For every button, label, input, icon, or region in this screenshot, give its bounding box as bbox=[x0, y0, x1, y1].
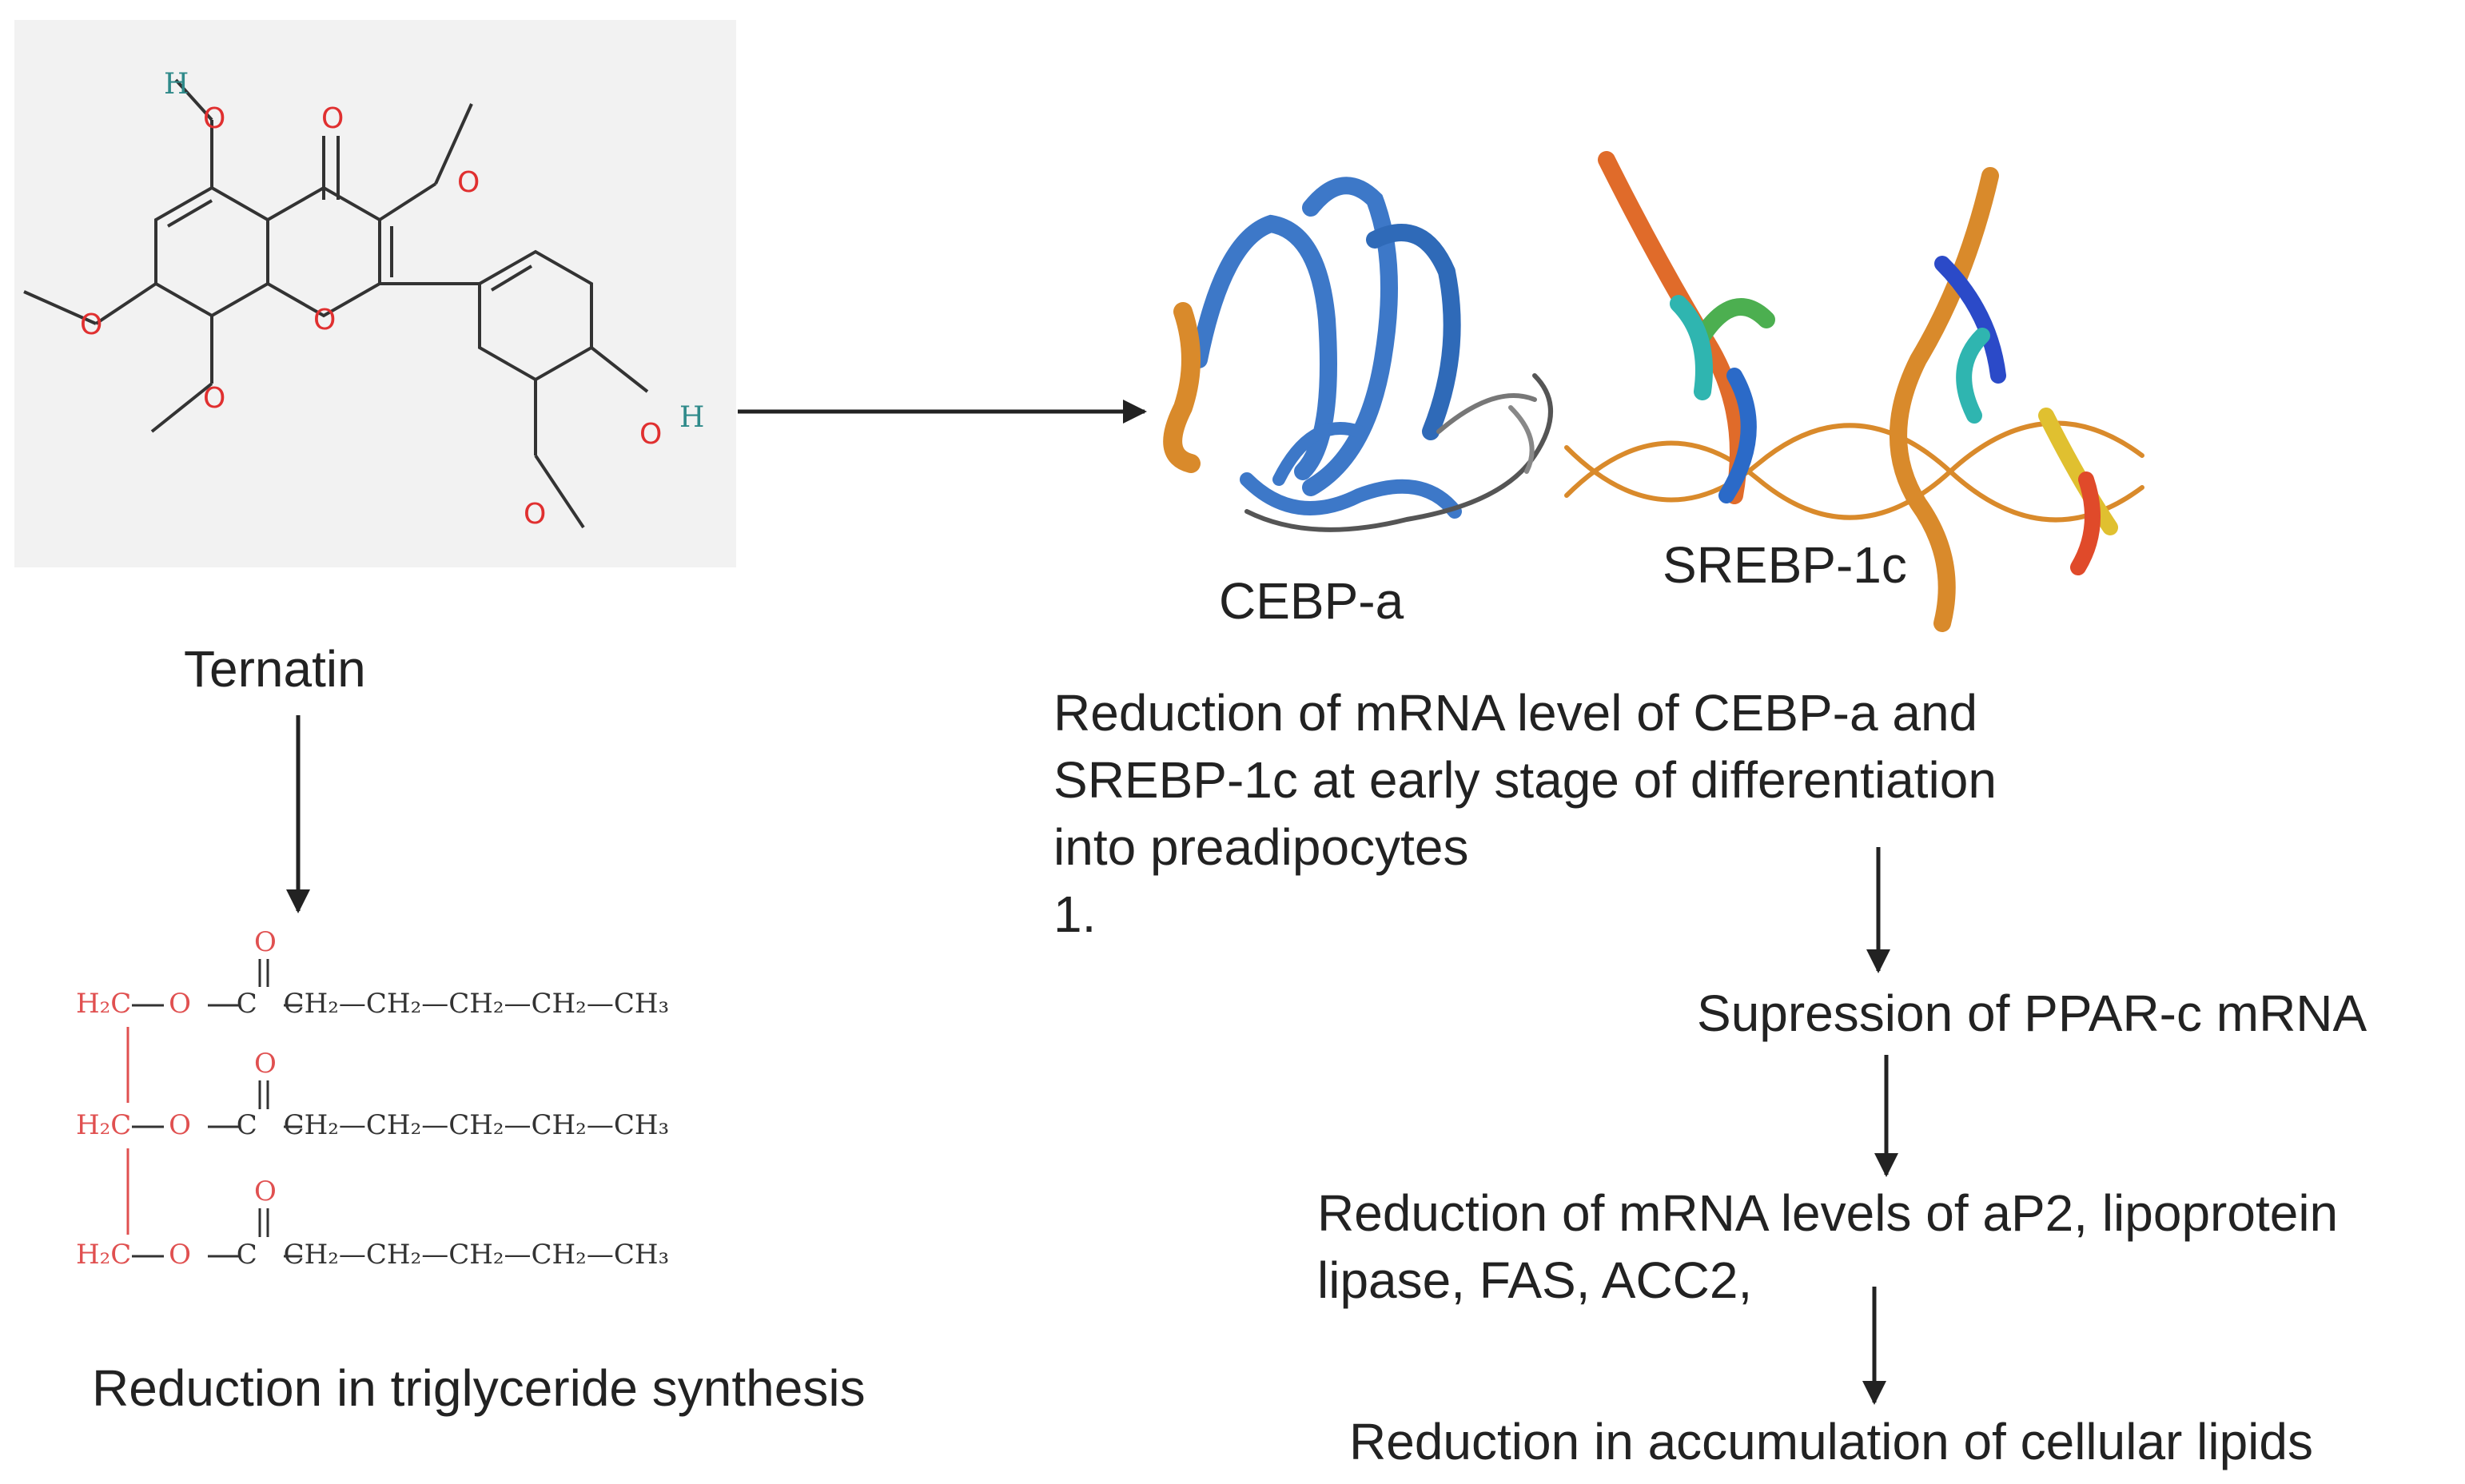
cebp-a-label: CEBP-a bbox=[1219, 572, 1404, 630]
triglyceride-chain-3: H₂C O C CH₂—CH₂—CH₂—CH₂—CH₃ bbox=[76, 1239, 670, 1271]
h2c-group: H₂C bbox=[76, 1239, 132, 1271]
methyl-group: CH₃ bbox=[613, 988, 670, 1020]
methylene-group: CH₂ bbox=[448, 1109, 504, 1141]
carbonyl-oxygen-2: O bbox=[254, 1048, 277, 1080]
carbonyl-carbon: C bbox=[236, 1109, 257, 1141]
atom-h-right: H bbox=[679, 401, 705, 434]
methylene-group: CH₂ bbox=[448, 1239, 504, 1271]
mrna-caption-line-1: Reduction of mRNA level of CEBP-a and bbox=[1053, 684, 1978, 742]
ester-oxygen: O bbox=[169, 1239, 191, 1271]
methylene-group: CH₂ bbox=[283, 1109, 339, 1141]
ap2-caption-line-2: lipase, FAS, ACC2, bbox=[1317, 1251, 1753, 1309]
svg-text:O: O bbox=[639, 418, 662, 451]
ppar-suppression-caption: Supression of PPAR-c mRNA bbox=[1697, 985, 2367, 1042]
svg-text:O: O bbox=[203, 102, 225, 135]
mrna-reduction-caption: Reduction of mRNA level of CEBP-a and SR… bbox=[1053, 679, 1997, 948]
ap2-caption-line-1: Reduction of mRNA levels of aP2, lipopro… bbox=[1317, 1184, 2339, 1242]
methylene-group: CH₂ bbox=[283, 988, 339, 1020]
triglyceride-caption: Reduction in triglyceride synthesis bbox=[92, 1359, 866, 1417]
svg-text:O: O bbox=[203, 382, 225, 415]
svg-text:O: O bbox=[524, 498, 546, 531]
methylene-group: CH₂ bbox=[531, 988, 587, 1020]
triglyceride-chain-1: H₂C O C CH₂—CH₂—CH₂—CH₂—CH₃ bbox=[76, 988, 670, 1020]
ternatin-skeleton bbox=[23, 78, 649, 529]
svg-text:O: O bbox=[313, 304, 336, 336]
methyl-group: CH₃ bbox=[613, 1239, 670, 1271]
svg-text:O: O bbox=[321, 102, 344, 135]
srebp-1c-label: SREBP-1c bbox=[1663, 536, 1907, 594]
methyl-group: CH₃ bbox=[613, 1109, 670, 1141]
carbonyl-carbon: C bbox=[236, 1239, 257, 1271]
ternatin-structure-panel bbox=[14, 20, 736, 567]
methylene-group: CH₂ bbox=[365, 988, 422, 1020]
triglyceride-bonds bbox=[132, 959, 302, 1258]
carbonyl-carbon: C bbox=[236, 988, 257, 1020]
ester-oxygen: O bbox=[169, 988, 191, 1020]
cebp-a-protein-image bbox=[1163, 177, 1553, 532]
methylene-group: CH₂ bbox=[365, 1109, 422, 1141]
atom-h-top: H bbox=[164, 68, 189, 101]
mrna-caption-line-2: SREBP-1c at early stage of differentiati… bbox=[1053, 751, 1997, 809]
ap2-reduction-caption: Reduction of mRNA levels of aP2, lipopro… bbox=[1317, 1180, 2338, 1314]
h2c-group: H₂C bbox=[76, 988, 132, 1020]
ternatin-oxygen-atoms: O O O O O O O O bbox=[80, 102, 662, 531]
srebp-1c-protein-image bbox=[1564, 151, 2144, 632]
lipid-accumulation-caption: Reduction in accumulation of cellular li… bbox=[1349, 1413, 2313, 1470]
methylene-group: CH₂ bbox=[283, 1239, 339, 1271]
carbonyl-oxygen-3: O bbox=[254, 1176, 277, 1207]
mrna-caption-line-4: 1. bbox=[1053, 885, 1097, 943]
methylene-group: CH₂ bbox=[531, 1109, 587, 1141]
svg-text:O: O bbox=[457, 166, 480, 199]
methylene-group: CH₂ bbox=[531, 1239, 587, 1271]
carbonyl-oxygen-1: O bbox=[254, 926, 277, 958]
mrna-caption-line-3: into preadipocytes bbox=[1053, 818, 1469, 876]
methylene-group: CH₂ bbox=[448, 988, 504, 1020]
ternatin-label: Ternatin bbox=[184, 640, 366, 698]
svg-text:O: O bbox=[80, 308, 102, 341]
triglyceride-chain-2: H₂C O C CH₂—CH₂—CH₂—CH₂—CH₃ bbox=[76, 1109, 670, 1141]
ester-oxygen: O bbox=[169, 1109, 191, 1141]
methylene-group: CH₂ bbox=[365, 1239, 422, 1271]
h2c-group: H₂C bbox=[76, 1109, 132, 1141]
